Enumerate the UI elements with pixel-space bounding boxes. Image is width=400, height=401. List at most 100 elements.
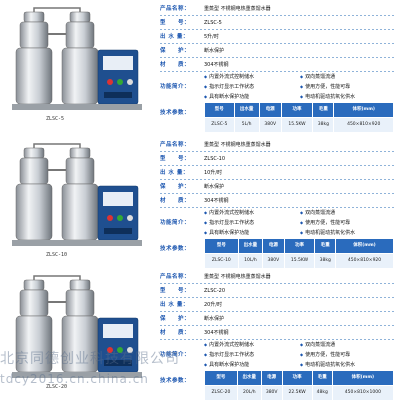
product-photo: ZLSC-20 — [6, 272, 156, 390]
params-header-row: 型号出水量电源功率毛重体积(mm) — [204, 238, 394, 254]
dotted-divider — [160, 57, 396, 58]
spec-value: 10升/时 — [204, 170, 223, 176]
product-photo-caption: ZLSC-10 — [46, 252, 68, 258]
params-data-cell: 450×810×1000 — [331, 385, 395, 401]
params-header-row: 型号出水量电源功率毛重体积(mm) — [204, 102, 394, 118]
params-header-cell: 型号 — [204, 238, 239, 254]
dotted-divider — [160, 193, 396, 194]
params-header-row: 型号出水量电源功率毛重体积(mm) — [204, 370, 395, 386]
dotted-divider — [160, 151, 396, 152]
spec-value: 断水保护 — [204, 48, 225, 54]
spec-value: 304不锈钢 — [204, 198, 229, 204]
feature-item: 使用方便，性能可靠 — [300, 348, 392, 362]
feature-item: 使用方便，性能可靠 — [300, 216, 392, 230]
spec-value: ZLSC-20 — [204, 288, 226, 294]
spec-label: 型 号： — [160, 20, 191, 26]
spec-value: 重蒸型 不锈钢电热重蒸馏水器 — [204, 142, 271, 148]
spec-label: 型 号： — [160, 288, 191, 294]
spec-label: 出 水 量： — [160, 302, 189, 308]
spec-value: 断水保护 — [204, 316, 225, 322]
dotted-divider — [160, 165, 396, 166]
spec-label: 技术参数： — [160, 378, 191, 384]
spec-label: 保 护： — [160, 48, 191, 54]
params-header-cell: 毛重 — [314, 238, 337, 254]
feature-item: 具有断水保护功能 — [204, 226, 296, 240]
product-features-row: 功能简介：内置外流式控制储水双向蒸馏流通指示灯显示工作状态使用方便，性能可靠具有… — [160, 208, 396, 238]
spec-value: 304不锈钢 — [204, 330, 229, 336]
params-data-cell: 22.5KW — [281, 385, 313, 401]
feature-item: 内置外流式控制储水 — [204, 338, 296, 352]
spec-value: ZLSC-10 — [204, 156, 226, 162]
product-output-row: 出 水 量： 10升/时 — [160, 166, 396, 180]
product-photo: ZLSC-10 — [6, 140, 156, 258]
feature-item: 具有断水保护功能 — [204, 358, 296, 372]
dotted-divider — [160, 311, 396, 312]
params-header-cell: 型号 — [204, 370, 238, 386]
product-photo-caption: ZLSC-5 — [46, 116, 65, 122]
product-output-row: 出 水 量：5升/时 — [160, 30, 396, 44]
feature-item: 具有断水保护功能 — [204, 90, 296, 104]
spec-value: 304不锈钢 — [204, 62, 229, 68]
feature-list: 内置外流式控制储水双向蒸馏流通指示灯显示工作状态使用方便，性能可靠具有断水保护功… — [204, 72, 394, 102]
product-photo-caption: ZLSC-20 — [46, 384, 68, 390]
spec-value: 5升/时 — [204, 34, 219, 40]
params-data-cell: ZLSC-20 — [204, 385, 238, 401]
spec-label: 出 水 量： — [160, 170, 189, 176]
params-header-cell: 体积(mm) — [335, 238, 394, 254]
product-name-row: 产品名称：重蒸型 不锈钢电热重蒸馏水器 — [160, 270, 396, 284]
params-header-cell: 电源 — [258, 102, 282, 118]
product-model-row: 型 号：ZLSC-5 — [160, 16, 396, 30]
dotted-divider — [160, 29, 396, 30]
params-header-cell: 毛重 — [311, 370, 333, 386]
product-specs: 产品名称： 重蒸型 不锈钢电热重蒸馏水器型 号：ZLSC-10 出 水 量： 10升/… — [160, 138, 396, 269]
params-data-cell: 38kg — [312, 117, 335, 133]
params-data-cell: 450×810×920 — [333, 117, 394, 133]
feature-list: 内置外流式控制储水双向蒸馏流通指示灯显示工作状态使用方便，性能可靠具有断水保护功… — [204, 340, 394, 370]
product-photo: ZLSC-5 — [6, 4, 156, 122]
product-protection-row: 保 护： 断水保护 — [160, 44, 396, 58]
params-data-cell: 15.5KW — [283, 253, 316, 269]
params-data-cell: 450×810×920 — [335, 253, 394, 269]
product-card: ZLSC-20 产品名称：重蒸型 不锈钢电热重蒸馏水器型 号： ZLSC-20 出 水… — [0, 268, 400, 401]
dotted-divider — [160, 43, 396, 44]
params-data-cell: 15.5KW — [280, 117, 314, 133]
feature-item: 内置外流式控制储水 — [204, 206, 296, 220]
params-data-cell: ZLSC-5 — [204, 117, 235, 133]
params-header-cell: 电源 — [260, 370, 283, 386]
spec-value: 重蒸型 不锈钢电热重蒸馏水器 — [204, 6, 271, 12]
spec-label: 保 护： — [160, 316, 191, 322]
spec-label: 产品名称： — [160, 142, 191, 148]
params-header-cell: 功率 — [280, 102, 314, 118]
spec-label: 保 护： — [160, 184, 191, 190]
product-model-row: 型 号：ZLSC-10 — [160, 152, 396, 166]
spec-value: 断水保护 — [204, 184, 225, 190]
spec-label: 产品名称： — [160, 6, 191, 12]
feature-item: 使用方便，性能可靠 — [300, 80, 392, 94]
spec-label: 功能简介： — [160, 220, 191, 226]
product-features-row: 功能简介： 内置外流式控制储水双向蒸馏流通指示灯显示工作状态使用方便，性能可靠具有… — [160, 72, 396, 102]
params-header-cell: 出水量 — [237, 238, 264, 254]
params-header-cell: 型号 — [204, 102, 235, 118]
spec-label: 功能简介： — [160, 84, 191, 90]
spec-label: 技术参数： — [160, 110, 191, 116]
dotted-divider — [160, 179, 396, 180]
spec-label: 技术参数： — [160, 246, 191, 252]
params-data-cell: 20L/h — [236, 385, 262, 401]
water-distiller-illustration — [12, 275, 142, 378]
params-data-cell: 10L/h — [237, 253, 264, 269]
feature-item: 电动机驱动抗氧化供水 — [300, 358, 392, 372]
params-data-cell: 380V — [262, 253, 285, 269]
dotted-divider — [160, 297, 396, 298]
params-data-cell: 48kg — [311, 385, 333, 401]
spec-label: 材 质： — [160, 62, 191, 68]
dotted-divider — [160, 325, 396, 326]
